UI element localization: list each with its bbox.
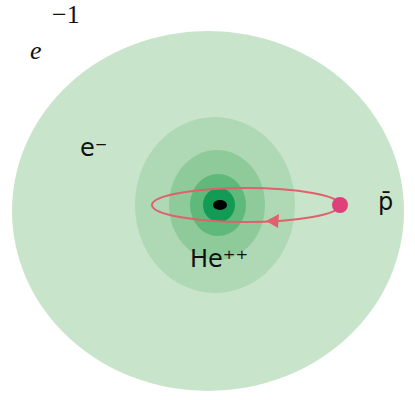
electron-cloud-inner <box>169 150 265 260</box>
electron-cloud-center <box>203 188 235 222</box>
electron-cloud-middle <box>135 117 295 293</box>
electron-cloud-outer <box>12 31 404 391</box>
antiproton-orbit <box>152 188 340 222</box>
electron-cloud-core <box>190 174 246 236</box>
antiproton-label: p̄ <box>378 190 393 214</box>
exponent-label: −1 <box>52 2 80 28</box>
antiproton-dot <box>332 197 348 213</box>
symbol-label: e <box>30 38 42 64</box>
electron-label: e⁻ <box>80 136 107 160</box>
helium-label: He⁺⁺ <box>190 247 248 271</box>
orbit-arrowhead <box>266 214 279 228</box>
helium-nucleus <box>213 200 227 210</box>
